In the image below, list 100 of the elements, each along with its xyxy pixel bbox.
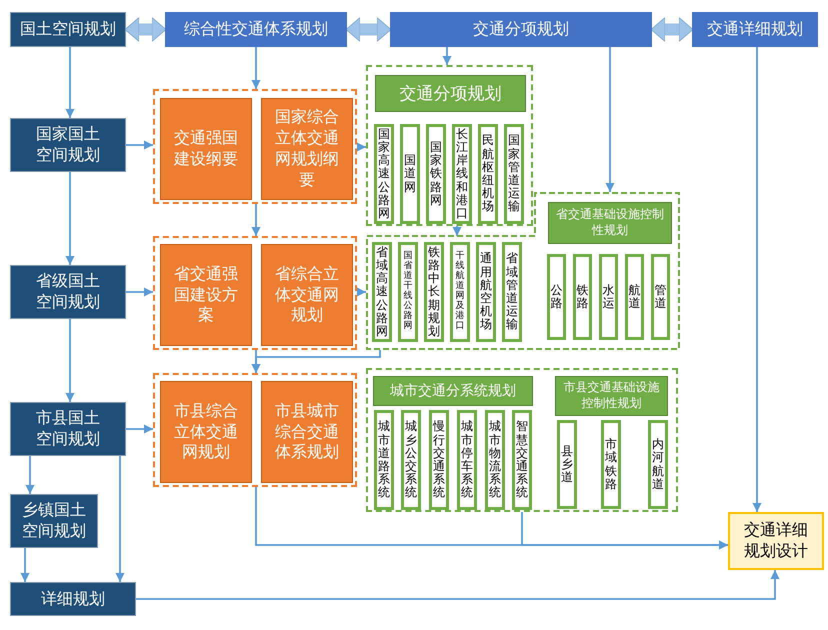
item-box <box>502 242 522 342</box>
item-box <box>557 420 577 509</box>
item-box <box>401 410 421 510</box>
node-label: 水运 <box>602 284 614 310</box>
land-plan-box <box>10 118 126 172</box>
section-header <box>375 75 526 112</box>
item-box <box>478 124 498 224</box>
plan-box <box>261 244 353 346</box>
stage-header <box>10 12 126 47</box>
arrow <box>357 288 366 296</box>
node-label: 干线航道网及港口 <box>456 252 464 332</box>
node-label: 智慧交通系统 <box>516 420 528 500</box>
node-label: 省综合立体交通网规划 <box>274 264 340 326</box>
item-box <box>374 410 394 510</box>
node-label: 交通强国建设纲要 <box>172 128 239 170</box>
node-label: 详细规划 <box>41 588 105 610</box>
node-label: 乡镇国土空间规划 <box>20 500 87 542</box>
item-box <box>648 420 668 509</box>
item-box <box>424 242 444 342</box>
node-label: 交通分项规划 <box>398 83 502 105</box>
double-arrow <box>346 17 392 42</box>
arrow <box>252 204 260 236</box>
land-plan-box <box>10 265 126 319</box>
node-label: 市县国土空间规划 <box>34 408 101 450</box>
node-label: 国家综合立体交通网规划纲要 <box>274 107 340 191</box>
node-label: 交通分项规划 <box>472 19 570 40</box>
arrow <box>452 226 462 236</box>
arrow <box>116 456 124 582</box>
result-box <box>728 512 824 570</box>
arrow <box>66 319 74 402</box>
plan-box <box>160 381 252 483</box>
node-label: 市县交通基础设施控制性规划 <box>562 380 660 412</box>
arrow <box>521 512 728 550</box>
node-label: 城市道路系统 <box>378 420 390 500</box>
arrow <box>66 172 74 265</box>
node-label: 内河航道 <box>652 438 664 491</box>
dashed-group <box>153 373 357 487</box>
stage-header <box>165 12 347 47</box>
arrow <box>752 47 762 512</box>
dashed-group <box>366 65 533 226</box>
node-label: 综合性交通体系规划 <box>183 19 329 40</box>
arrow <box>126 140 153 150</box>
node-label: 城市物流系统 <box>489 420 501 500</box>
node-label: 城市交通分系统规划 <box>389 382 517 400</box>
node-label: 省域管道运输 <box>506 252 518 332</box>
arrow <box>136 570 780 600</box>
land-plan-box <box>10 582 136 616</box>
node-label: 国家管道运输 <box>508 134 520 214</box>
node-label: 国省道干线公路网 <box>404 252 412 332</box>
node-label: 省交通强国建设方案 <box>172 264 239 326</box>
node-label: 市域铁路 <box>605 438 617 491</box>
node-label: 省级国土空间规划 <box>34 271 101 313</box>
node-label: 民航枢纽机场 <box>482 134 494 214</box>
node-label: 城乡公交系统 <box>405 420 417 500</box>
stage-header <box>390 12 652 47</box>
dashed-group <box>366 368 678 512</box>
plan-box <box>160 244 252 346</box>
land-plan-box <box>10 494 98 548</box>
arrow <box>442 47 452 65</box>
item-box <box>512 410 532 510</box>
item-box <box>374 124 394 224</box>
double-arrow <box>124 17 166 42</box>
node-label: 国家国土空间规划 <box>34 124 101 166</box>
node-label: 交通详细规划 <box>706 19 804 40</box>
land-plan-box <box>10 402 126 456</box>
node-label: 市县综合立体交通网规划 <box>172 400 239 464</box>
item-box <box>573 254 592 340</box>
node-label: 铁路中长期规划 <box>428 246 440 338</box>
item-box <box>400 124 420 224</box>
dashed-group <box>153 89 357 204</box>
section-header <box>373 376 533 406</box>
stage-header <box>692 12 818 47</box>
node-label: 国家高速公路网 <box>378 128 390 220</box>
dashed-group <box>153 236 357 350</box>
item-box <box>504 124 524 224</box>
item-box <box>599 254 618 340</box>
node-label: 省交通基础设施控制性规划 <box>555 207 665 239</box>
arrow <box>357 142 366 152</box>
arrow <box>606 47 614 192</box>
item-box <box>625 254 644 340</box>
item-box <box>426 124 446 224</box>
item-box <box>547 254 566 340</box>
node-label: 航道 <box>628 284 640 310</box>
item-box <box>372 242 392 342</box>
node-label: 管道 <box>654 284 666 310</box>
item-box <box>452 124 472 224</box>
section-header <box>555 376 668 416</box>
node-label: 县乡道 <box>561 444 573 484</box>
node-label: 国家铁路网 <box>430 141 442 207</box>
arrow <box>20 548 30 582</box>
node-label: 城市停车系统 <box>461 420 473 500</box>
arrow <box>26 456 34 494</box>
node-label: 通用航空机场 <box>480 252 492 332</box>
item-box <box>485 410 505 510</box>
node-label: 市县城市综合交通体系规划 <box>274 400 340 464</box>
arrow <box>252 350 381 373</box>
item-box <box>601 420 621 509</box>
node-label: 铁路 <box>576 284 588 310</box>
arrow <box>126 424 153 434</box>
item-box <box>398 242 418 342</box>
